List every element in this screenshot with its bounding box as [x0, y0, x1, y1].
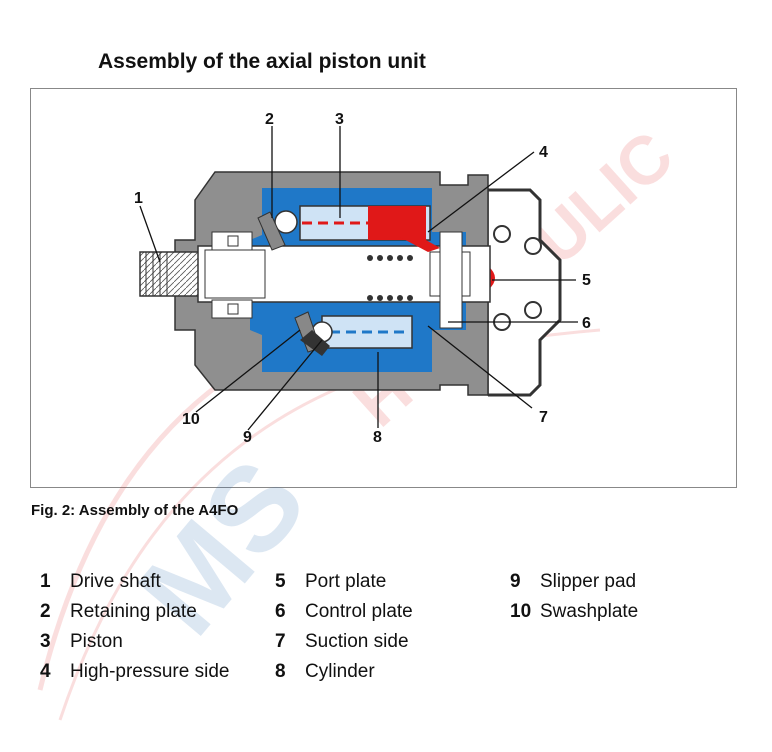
callout-3: 3	[335, 111, 344, 128]
legend-label: Suction side	[305, 631, 409, 652]
callout-5: 5	[582, 272, 591, 289]
legend-label: Slipper pad	[540, 571, 637, 592]
legend-label: Cylinder	[305, 661, 375, 682]
legend-number: 3	[40, 631, 51, 652]
figure-title: Assembly of the axial piston unit	[98, 50, 426, 73]
lower-piston	[311, 315, 413, 349]
legend-number: 7	[275, 631, 286, 652]
legend-number: 6	[275, 601, 286, 622]
legend-number: 10	[510, 601, 532, 622]
legend-number: 4	[40, 661, 51, 682]
callout-8: 8	[373, 429, 382, 446]
swashplate	[294, 311, 330, 356]
control-plate	[439, 231, 463, 329]
legend-number: 2	[40, 601, 51, 622]
legend-number: 5	[275, 571, 286, 592]
watermark-logo: MS	[113, 435, 331, 659]
leader-lines	[139, 126, 578, 431]
legend-number: 1	[40, 571, 51, 592]
legend-label: Port plate	[305, 571, 387, 592]
legend-label: Drive shaft	[70, 571, 161, 592]
legend-label: Piston	[70, 631, 123, 652]
upper-piston	[274, 205, 440, 252]
diagram-frame	[30, 88, 737, 488]
figure-caption: Fig. 2: Assembly of the A4FO	[31, 502, 239, 519]
callout-1: 1	[134, 190, 143, 207]
legend-number: 9	[510, 571, 521, 592]
drive-shaft	[139, 245, 491, 303]
legend-label: Swashplate	[540, 601, 639, 622]
legend-number: 8	[275, 661, 286, 682]
callout-10: 10	[182, 411, 200, 428]
callout-6: 6	[582, 315, 591, 332]
callout-7: 7	[539, 409, 548, 426]
legend-label: Control plate	[305, 601, 413, 622]
upper-retaining-plate	[257, 211, 286, 251]
legend-label: High-pressure side	[70, 661, 230, 682]
callout-2: 2	[265, 111, 274, 128]
legend-label: Retaining plate	[70, 601, 197, 622]
callout-4: 4	[539, 144, 548, 161]
bearings	[211, 231, 253, 319]
callout-9: 9	[243, 429, 252, 446]
